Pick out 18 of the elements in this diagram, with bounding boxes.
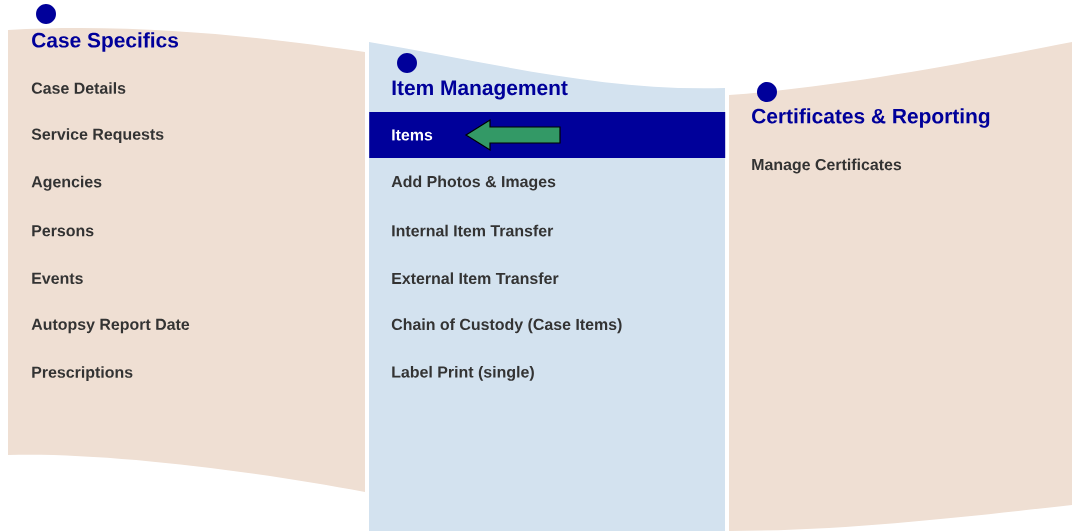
menu-item: Events (32, 272, 83, 284)
menu-item: Case Details (31, 82, 126, 94)
menu-item: Persons (32, 225, 94, 237)
menu-item: Label Print (single) (392, 365, 534, 381)
menu-item: Service Requests (31, 128, 164, 144)
panel-heading: Item Management (392, 80, 568, 100)
menu-item: Chain of Custody (Case Items) (391, 318, 622, 334)
menu-panel (729, 42, 1072, 531)
menu-item: Add Photos & Images (391, 175, 556, 191)
panel-heading: Case Specifics (32, 32, 178, 52)
menu-panel (8, 28, 365, 492)
menu-item: Prescriptions (32, 366, 133, 382)
menu-item: Autopsy Report Date (31, 318, 190, 334)
panel-heading: Certificates & Reporting (752, 108, 990, 128)
menu-item: Agencies (31, 175, 102, 191)
menu-item: Manage Certificates (752, 158, 902, 174)
menu-item: Internal Item Transfer (392, 224, 554, 237)
menu-item: External Item Transfer (392, 272, 559, 285)
